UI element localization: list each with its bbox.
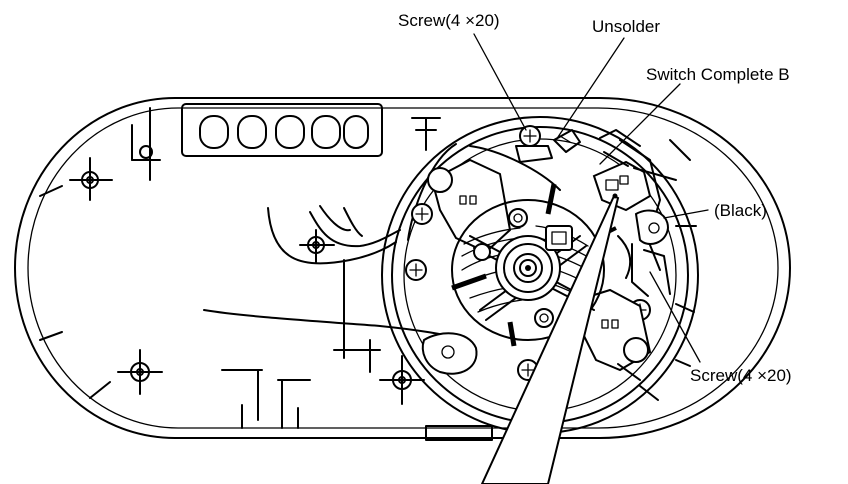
housing-outline bbox=[14, 97, 791, 439]
motor-hub bbox=[469, 208, 595, 328]
leader-lines bbox=[473, 33, 709, 363]
switch-complete-b bbox=[592, 139, 677, 295]
brush-cap-lower-left bbox=[421, 332, 478, 375]
wiring bbox=[203, 143, 561, 339]
label-switch-complete-b: Switch Complete B bbox=[646, 65, 790, 84]
screwdriver-tool bbox=[480, 193, 620, 484]
label-black: (Black) bbox=[714, 201, 767, 220]
housing-ribs bbox=[69, 107, 493, 441]
vent-slots bbox=[181, 103, 383, 157]
brush-holder-lower bbox=[576, 288, 652, 372]
top-screw bbox=[515, 125, 641, 167]
label-screw-bottom: Screw(4 ×20) bbox=[690, 366, 792, 385]
right-bracket bbox=[617, 139, 697, 401]
brush-holder-upper bbox=[427, 158, 512, 254]
label-unsolder: Unsolder bbox=[592, 17, 660, 36]
label-screw-top: Screw(4 ×20) bbox=[398, 11, 500, 30]
